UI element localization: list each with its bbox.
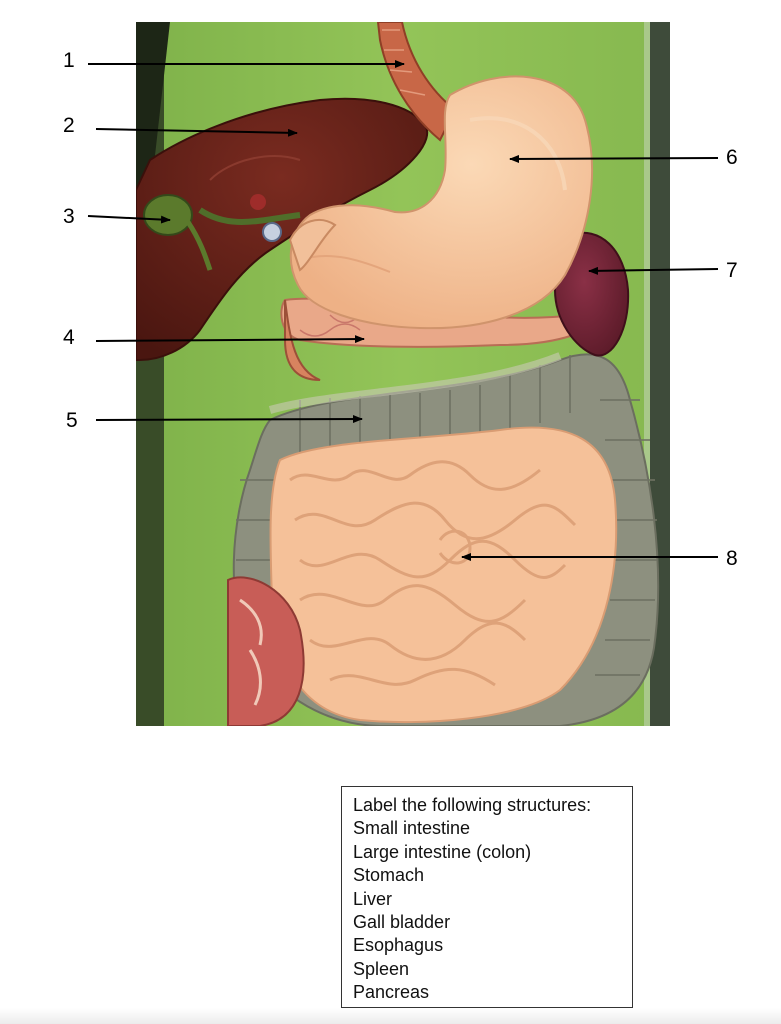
arrow-3 (87, 215, 171, 224)
leader-arrows (87, 60, 719, 561)
structure-list-box: Label the following structures: Small in… (341, 786, 633, 1008)
label-2: 2 (63, 114, 75, 137)
label-6: 6 (726, 146, 738, 169)
liver (136, 97, 429, 361)
structure-list-heading: Label the following structures: (353, 795, 592, 815)
structure-list-item: Small intestine (353, 818, 471, 839)
stomach (288, 75, 594, 330)
arrow-2 (95, 128, 298, 137)
structure-list-item: Esophagus (353, 935, 444, 956)
structure-list-item: Large intestine (colon) (353, 841, 532, 862)
structure-list-item: Pancreas (353, 982, 430, 1003)
arrow-7 (588, 266, 719, 275)
rectum-region (227, 576, 305, 726)
anatomy-model-photo (136, 22, 670, 726)
arrow-4 (95, 335, 365, 344)
label-3: 3 (63, 205, 75, 228)
structure-list-item: Liver (353, 888, 393, 909)
label-7: 7 (726, 259, 738, 282)
structure-list-item: Spleen (353, 958, 410, 979)
esophagus (376, 22, 457, 142)
arrow-6 (509, 154, 719, 163)
small-intestine (269, 426, 618, 724)
label-5: 5 (66, 409, 78, 432)
page-footer-shade (0, 1008, 781, 1024)
label-8: 8 (726, 547, 738, 570)
arrow-5 (95, 415, 363, 424)
structure-list-item: Gall bladder (353, 912, 451, 933)
structure-list-item: Stomach (353, 865, 425, 886)
label-1: 1 (63, 49, 75, 72)
label-4: 4 (63, 326, 75, 349)
gall-bladder (143, 194, 213, 271)
number-labels: 1 2 3 4 5 6 7 8 (63, 49, 738, 570)
